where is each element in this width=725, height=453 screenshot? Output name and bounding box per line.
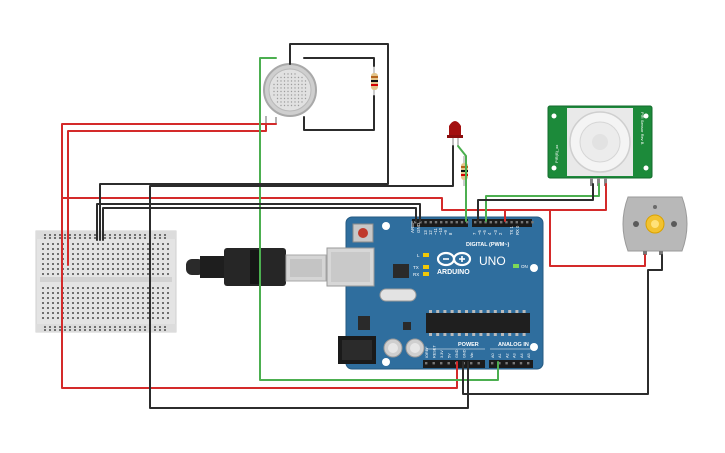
- arduino-logo-icon: [436, 251, 472, 267]
- power-label: POWER: [458, 342, 479, 348]
- analog-pin-label: A4: [520, 353, 524, 358]
- power-pin-label: 5V: [448, 353, 452, 358]
- digital-pin-label: 8: [448, 232, 453, 235]
- led-label-on: ON: [521, 264, 528, 269]
- crystal-oscillator: [379, 288, 417, 302]
- breadboard-holes: [42, 234, 169, 331]
- analog-pin-label: A0: [491, 353, 495, 358]
- mounting-hole: [382, 222, 390, 230]
- analog-pin-label: A2: [505, 353, 509, 358]
- digital-pin-label: RX 0: [515, 225, 520, 235]
- header-power[interactable]: [423, 360, 485, 368]
- led-rx: [423, 272, 429, 276]
- digital-pin-label: 2: [498, 232, 503, 235]
- pir-sensor[interactable]: PIR(B)_xx PIR Sensor Rev B: [547, 105, 653, 186]
- regulator: [358, 316, 370, 330]
- wires: [61, 43, 663, 409]
- digital-pin-label: ~9: [443, 230, 448, 235]
- power-pin-label: Vin: [470, 353, 474, 358]
- dc-motor-icon[interactable]: [622, 196, 688, 255]
- led-label-tx: TX: [413, 265, 419, 270]
- digital-pin-label: 13: [423, 230, 428, 235]
- digital-pin-label: 12: [428, 230, 433, 235]
- pir-right-text: PIR Sensor Rev B: [640, 112, 645, 145]
- digital-pin-label: ~5: [482, 230, 487, 235]
- power-pin-label: RESET: [433, 345, 437, 358]
- led-label-rx: RX: [413, 272, 419, 277]
- power-pin-label: 3.3V: [440, 350, 444, 358]
- atmega-chip: [426, 313, 530, 333]
- usb-chip: [393, 264, 409, 278]
- pir-left-text: PIR(B)_xx: [554, 145, 559, 163]
- pin-label-gnd: GND: [416, 222, 421, 233]
- resistor-icon[interactable]: [371, 66, 378, 96]
- led-tx: [423, 265, 429, 269]
- digital-pin-label: 7: [472, 232, 477, 235]
- led-l: [423, 253, 429, 257]
- mounting-hole: [530, 264, 538, 272]
- digital-pin-label: ~10: [438, 227, 443, 235]
- digital-pin-label: TX 1: [509, 225, 514, 235]
- analog-pin-label: A1: [498, 353, 502, 358]
- analog-pin-label: A3: [513, 353, 517, 358]
- header-analog[interactable]: [489, 360, 533, 368]
- gas-sensor-icon[interactable]: [263, 63, 317, 124]
- led-on: [513, 264, 519, 268]
- mounting-hole: [382, 358, 390, 366]
- usb-cable-icon[interactable]: [186, 248, 327, 286]
- pin-label-aref: AREF: [410, 221, 415, 233]
- analog-pin-label: A5: [527, 353, 531, 358]
- power-pin-label: GND: [455, 349, 459, 358]
- red-led-icon[interactable]: [447, 121, 463, 146]
- arduino-model: UNO: [479, 254, 506, 268]
- analog-label: ANALOG IN: [498, 342, 529, 348]
- digital-pin-label: ~6: [477, 230, 482, 235]
- led-label-l: L: [417, 253, 420, 258]
- digital-pin-label: ~11: [433, 228, 438, 235]
- arduino-brand: ARDUINO: [437, 269, 470, 276]
- digital-label: DIGITAL (PWM~): [466, 242, 510, 248]
- power-pin-label: GND: [463, 349, 467, 358]
- power-pin-label: IOREF: [425, 346, 429, 358]
- mounting-hole: [530, 343, 538, 351]
- digital-pin-label: 4: [487, 232, 492, 235]
- digital-pin-label: ~3: [493, 230, 498, 235]
- breadboard[interactable]: [35, 230, 177, 333]
